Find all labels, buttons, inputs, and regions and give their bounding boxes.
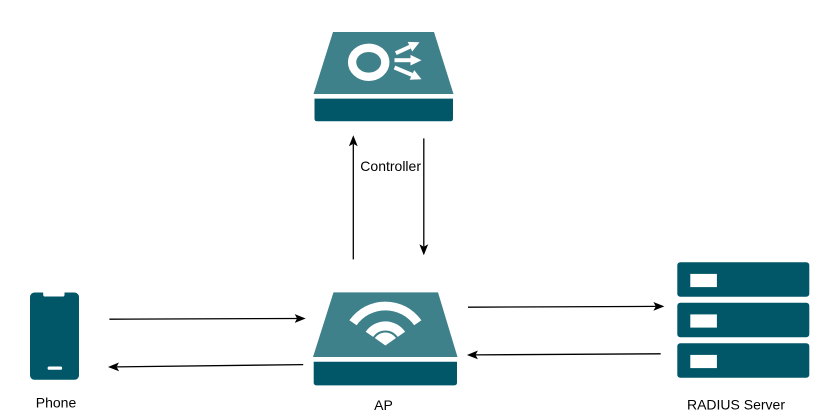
svg-text:RADIUS Server: RADIUS Server — [687, 397, 785, 413]
svg-text:AP: AP — [374, 397, 393, 413]
svg-text:Phone: Phone — [36, 395, 77, 411]
svg-text:Controller: Controller — [360, 158, 421, 174]
